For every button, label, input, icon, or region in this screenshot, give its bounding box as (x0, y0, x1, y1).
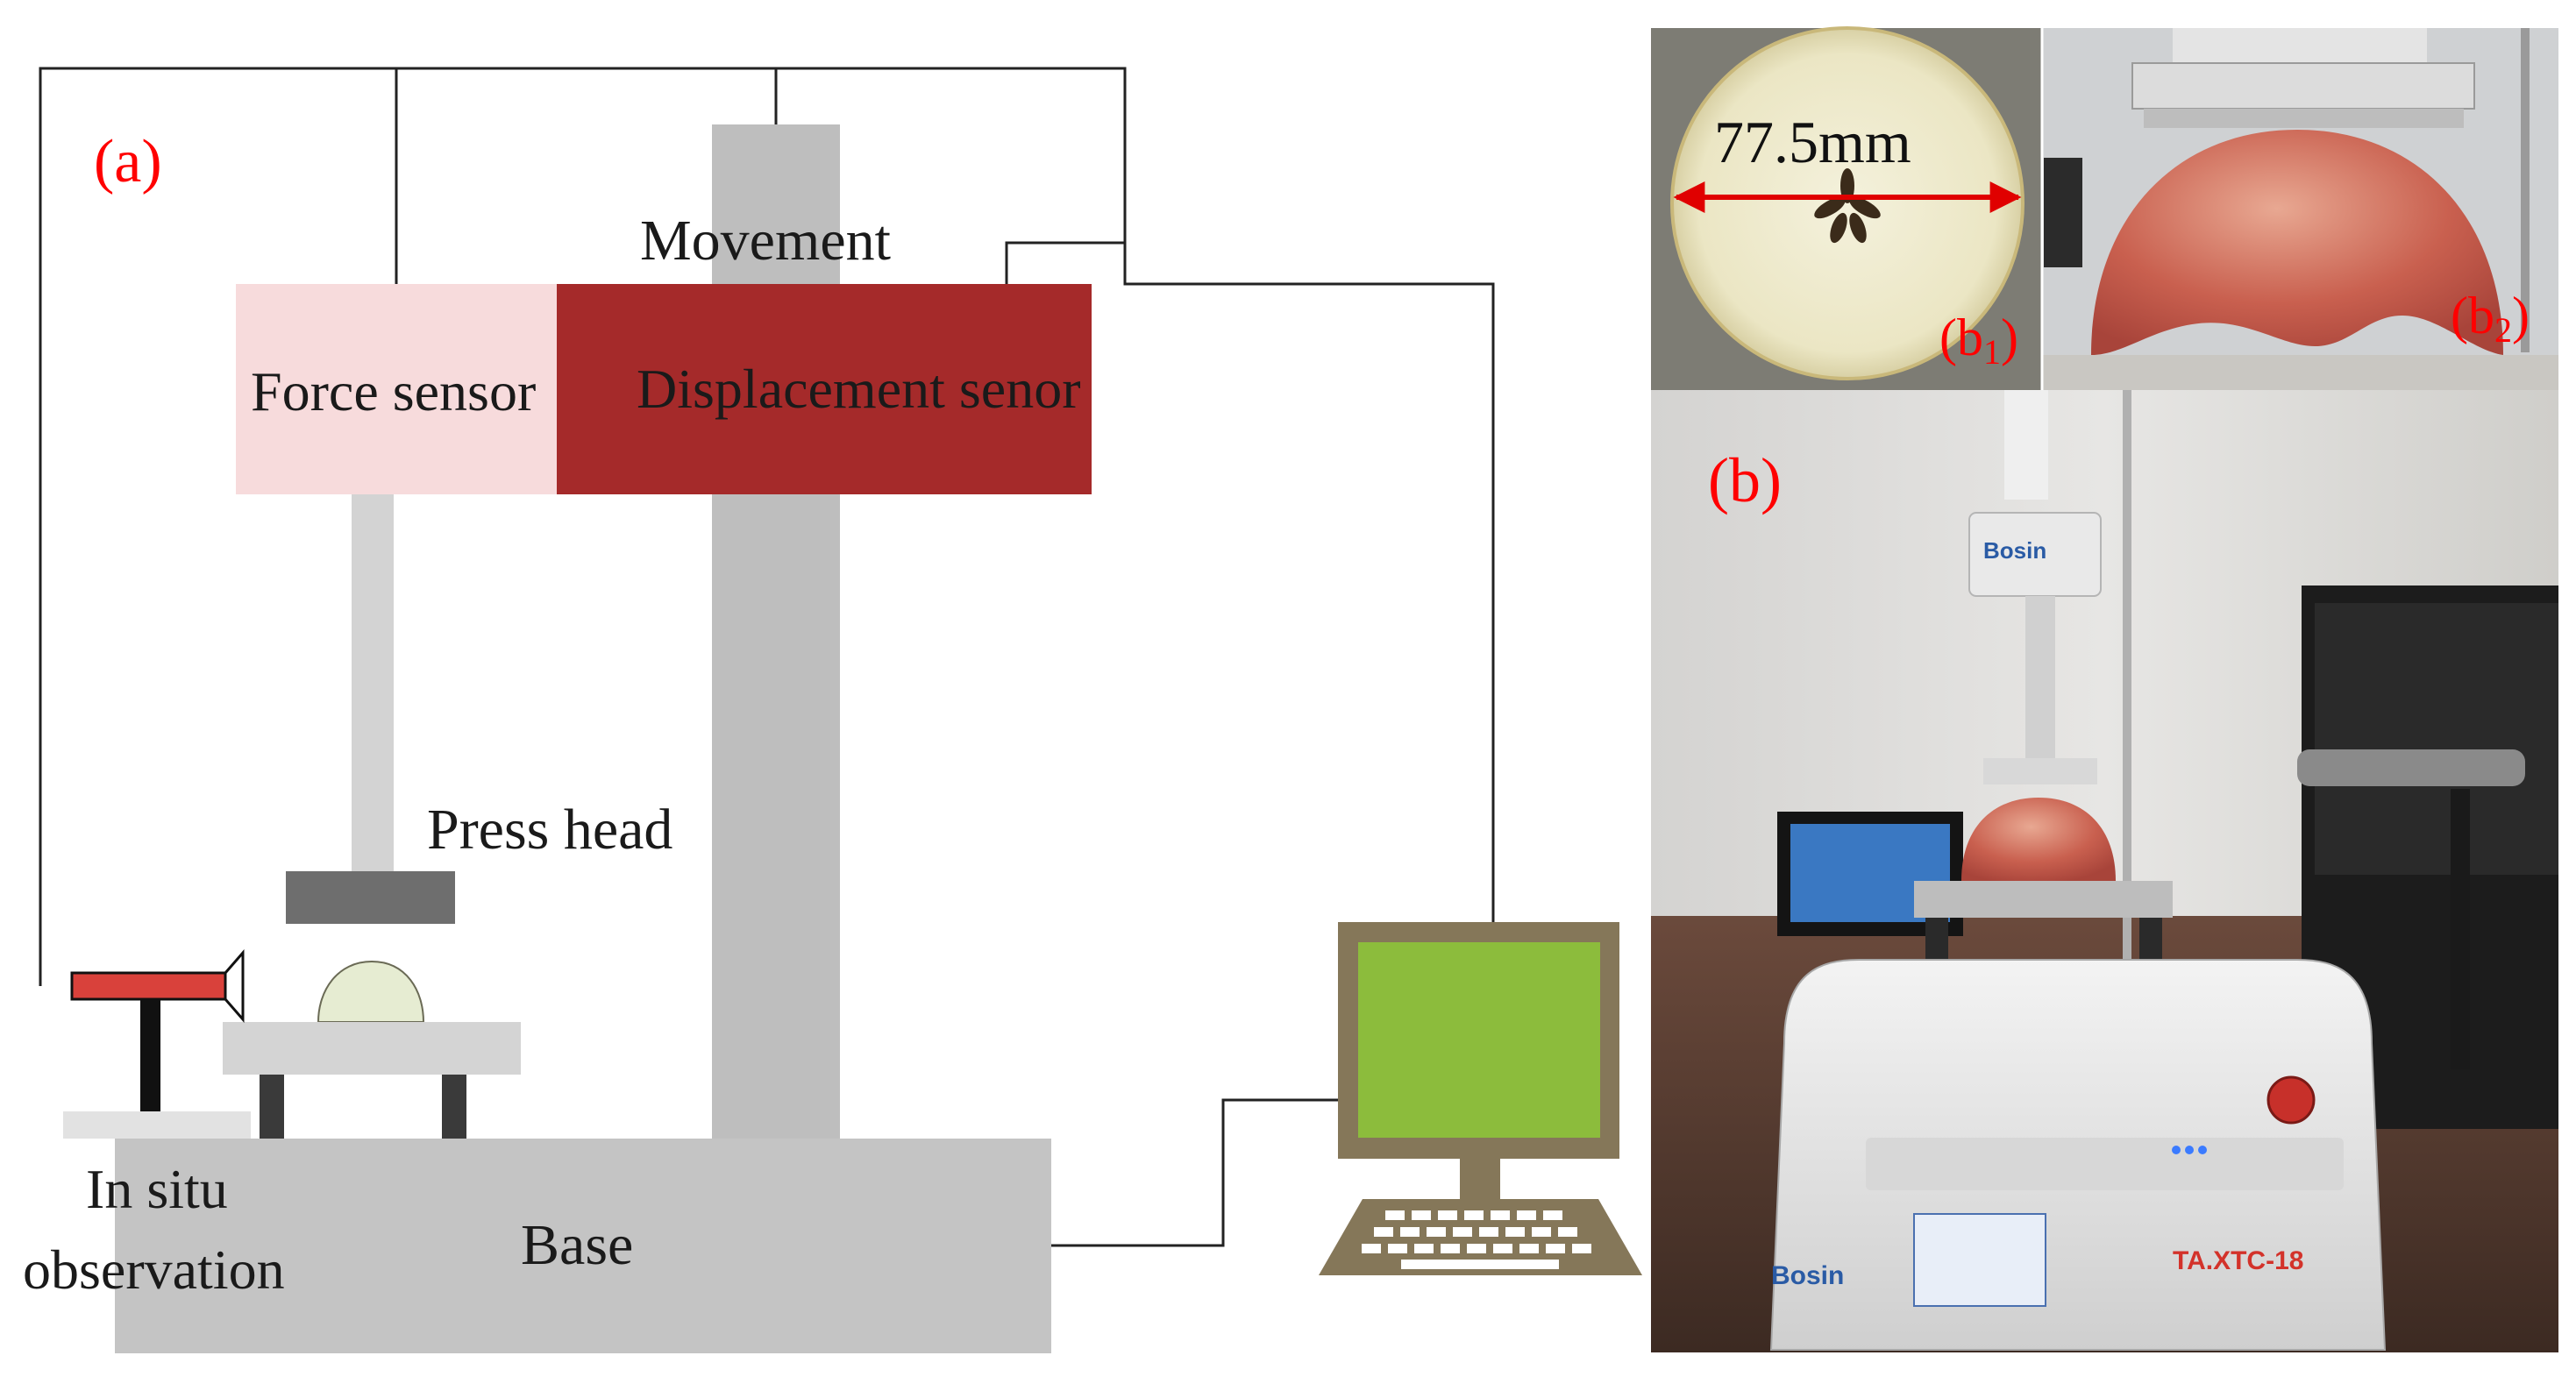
status-led-2 (2185, 1146, 2194, 1154)
apple-sample (317, 960, 425, 1023)
panel-b2-tag: (b2) (2451, 287, 2530, 350)
photo-apple-on-stage (1961, 798, 2116, 881)
analyzer-model-label: TA.XTC-18 (2173, 1246, 2303, 1275)
panel-b-tag: (b) (1708, 445, 1782, 515)
compressed-apple (2091, 130, 2503, 355)
wire-displacement-sensor (1005, 241, 1125, 284)
signal-wires (39, 67, 1495, 1247)
panel-b1-tag-close: ) (2001, 309, 2018, 366)
panel-b2-tag-sub: 2 (2494, 310, 2512, 350)
panel-a-tag: (a) (94, 128, 162, 195)
analyzer-rod (2025, 596, 2055, 758)
movement-label: Movement (640, 209, 891, 273)
analyzer-sample-stage (1914, 881, 2173, 918)
analyzer-upper-column (2004, 390, 2048, 500)
displacement-sensor-block (557, 284, 1092, 494)
monitor-screen (1358, 942, 1600, 1138)
press-head-label: Press head (427, 798, 672, 862)
photo-camera (2297, 749, 2525, 786)
wire-base-to-computer (1051, 1098, 1348, 1247)
platform-leg-right (442, 1075, 466, 1139)
camera-post (140, 999, 160, 1111)
panel-b2-tag-close: ) (2512, 287, 2530, 344)
diameter-measurement: 77.5mm (1714, 109, 1911, 175)
analyzer-vertical-rail (2123, 390, 2131, 1004)
panel-b-photographs: Bosin Bosin TA.XTC-18 (b) (1651, 26, 2558, 1352)
b2-background-device (2044, 158, 2082, 267)
status-led-3 (2198, 1146, 2207, 1154)
emergency-stop-button (2266, 1075, 2316, 1125)
machine-base (115, 1139, 1051, 1353)
displacement-sensor-label: Displacement senor (637, 358, 1081, 420)
probe-plate (2144, 109, 2464, 128)
probe-column (2173, 28, 2427, 63)
analyzer-nameplate (1913, 1213, 2046, 1307)
sample-platform (223, 1022, 521, 1075)
platform-leg-left (260, 1075, 284, 1139)
photo-camera-post (2451, 789, 2470, 1069)
press-head (286, 871, 455, 924)
camera-stand-base (63, 1111, 251, 1139)
panel-b1-tag: (b1) (1939, 309, 2018, 372)
monitor-neck (1460, 1159, 1500, 1199)
machine-column (712, 124, 840, 1142)
photo-b-main: Bosin Bosin TA.XTC-18 (b) (1651, 390, 2558, 1352)
panel-b1-tag-sub: 1 (1983, 332, 2001, 372)
photo-b1-cross-section: 77.5mm (b1) (1651, 26, 2042, 390)
photo-b2-compression: (b2) (2042, 28, 2558, 390)
computer (1319, 922, 1642, 1275)
force-sensor-label: Force sensor (251, 360, 536, 422)
press-rod (352, 494, 394, 871)
analyzer-control-panel (1866, 1138, 2344, 1190)
status-led-1 (2172, 1146, 2181, 1154)
wire-top-loop (39, 67, 1495, 986)
analyzer-probe-plate (1983, 758, 2097, 784)
keyboard-keys (1362, 1210, 1591, 1269)
panel-b2-tag-main: (b (2451, 287, 2494, 344)
base-label: Base (521, 1213, 633, 1277)
panel-a-schematic: (a) Movement Force sensor Displacement s… (23, 67, 1642, 1353)
in-situ-label-line2: observation (23, 1238, 285, 1301)
camera-body (70, 971, 227, 1001)
panel-b1-tag-main: (b (1939, 309, 1983, 366)
analyzer-brand-label: Bosin (1771, 1261, 1844, 1290)
force-sensor-block (236, 284, 557, 494)
crosshead-brand: Bosin (1983, 537, 2046, 564)
in-situ-label-line1: In situ (86, 1158, 228, 1220)
camera-lens (224, 948, 245, 1024)
